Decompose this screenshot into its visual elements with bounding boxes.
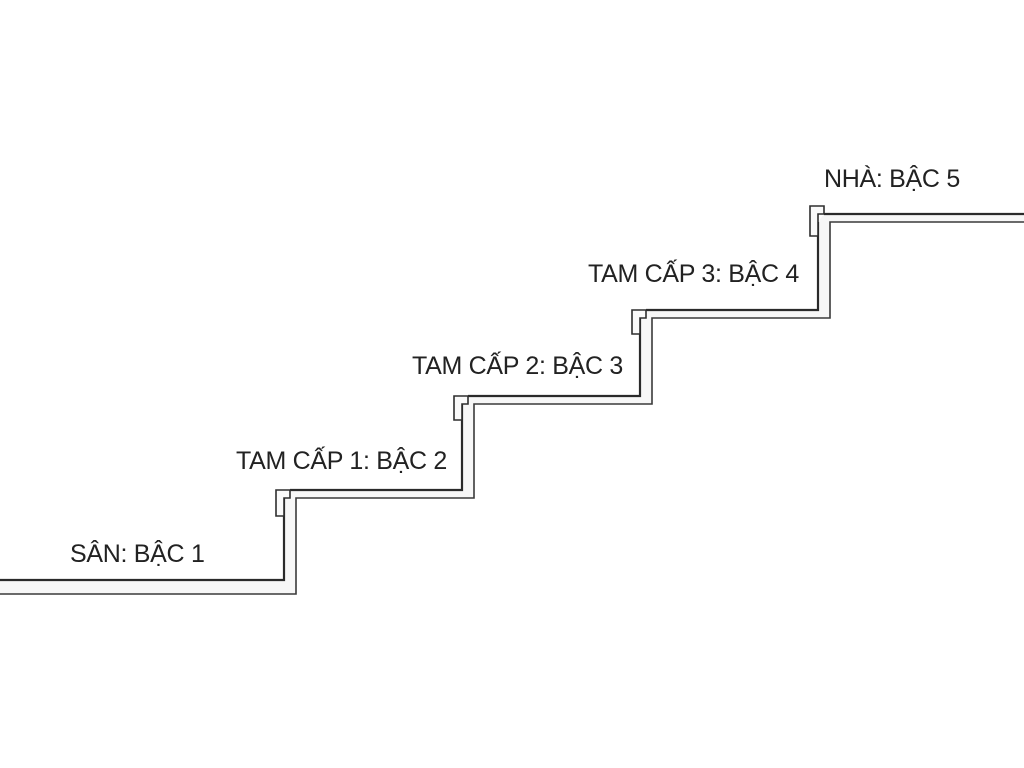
stair-profile-top-edge — [0, 212, 1024, 582]
step-label-2: TAM CẤP 1: BẬC 2 — [236, 446, 447, 475]
step-label-5: NHÀ: BẬC 5 — [824, 164, 960, 193]
step-nosing-5 — [809, 205, 825, 237]
stair-profile-bottom-edge — [0, 221, 1024, 595]
step-nosing-3 — [453, 395, 469, 421]
step-label-1: SÂN: BẬC 1 — [70, 539, 205, 568]
step-label-4: TAM CẤP 3: BẬC 4 — [588, 259, 799, 288]
step-nosing-2 — [275, 489, 291, 517]
step-label-3: TAM CẤP 2: BẬC 3 — [412, 351, 623, 380]
step-nosing-4 — [631, 309, 647, 335]
